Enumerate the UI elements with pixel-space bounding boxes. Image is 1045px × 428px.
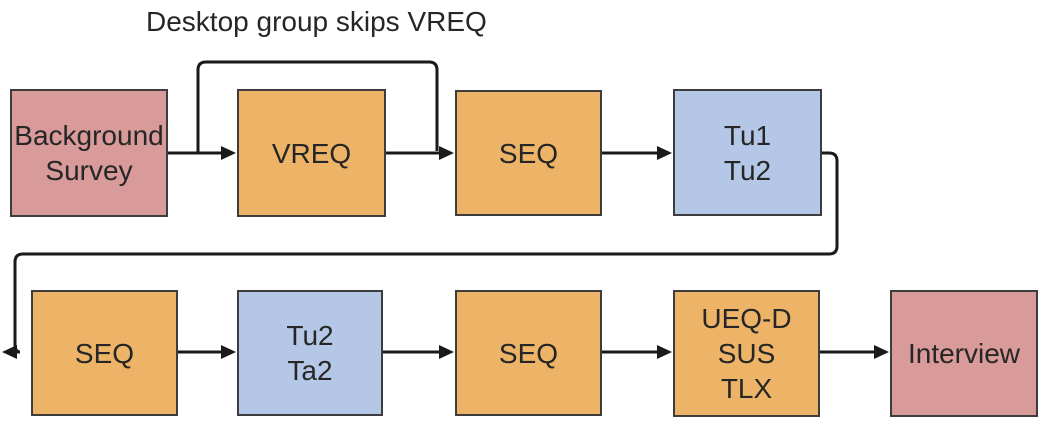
node-label: SEQ — [498, 137, 559, 169]
node-tu1-tu2: Tu1 Tu2 — [673, 89, 822, 216]
node-vreq: VREQ — [237, 89, 386, 217]
node-seq-1: SEQ — [455, 90, 602, 216]
node-label: Tu2 Ta2 — [286, 320, 334, 386]
node-seq-2: SEQ — [31, 290, 178, 416]
node-label: UEQ-D SUS TLX — [701, 303, 792, 404]
node-seq-3: SEQ — [455, 290, 602, 416]
node-background-survey: Background Survey — [10, 89, 168, 217]
node-tu2-ta2: Tu2 Ta2 — [237, 290, 383, 416]
node-label: VREQ — [271, 137, 352, 169]
edge-tu1tu2-to-seq2-wrap — [2, 151, 839, 359]
node-label: Interview — [907, 338, 1021, 369]
edge-skip-vreq — [196, 60, 439, 153]
node-label: Tu1 Tu2 — [723, 119, 772, 186]
node-interview: Interview — [890, 290, 1038, 417]
node-label: Background Survey — [14, 120, 164, 186]
node-label: SEQ — [498, 337, 559, 369]
skip-annotation: Desktop group skips VREQ — [146, 6, 487, 37]
node-label: SEQ — [74, 337, 135, 369]
node-ueq-sus-tlx: UEQ-D SUS TLX — [673, 290, 820, 417]
